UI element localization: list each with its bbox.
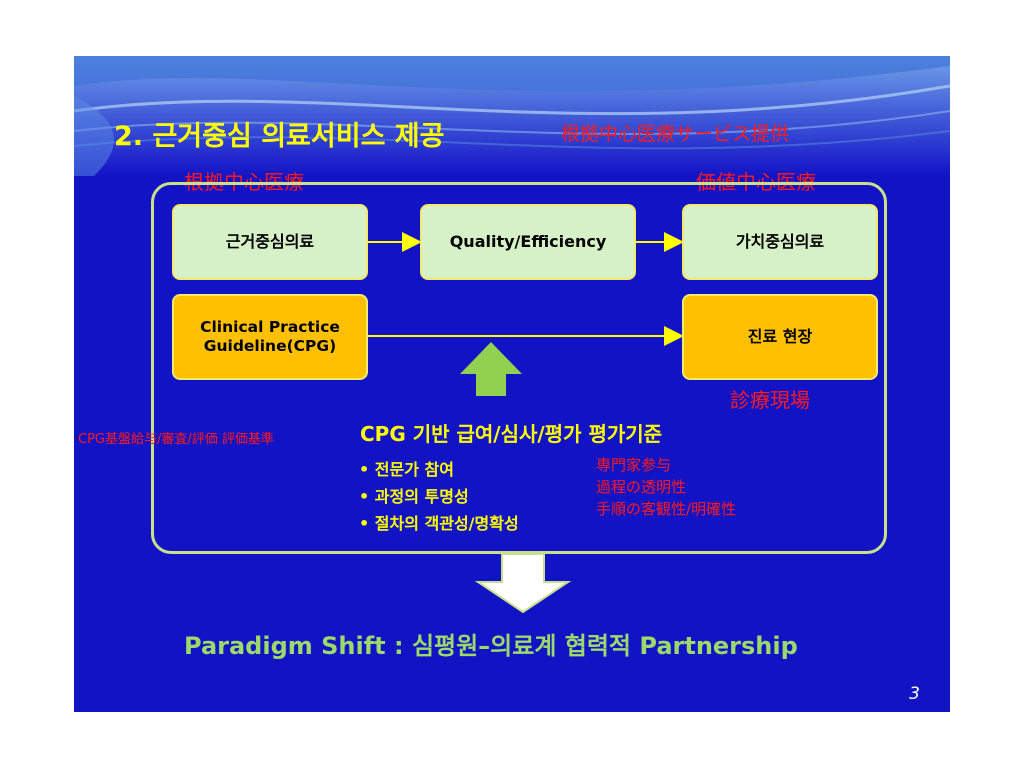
cpg-criteria-heading: CPG 기반 급여/심사/평가 평가기준	[360, 422, 663, 446]
box-cpg-line2: Guideline(CPG)	[203, 337, 337, 355]
box-cpg-line1: Clinical Practice	[200, 317, 340, 336]
slide-title-japanese: 根拠中心医療サービス提供	[561, 123, 790, 145]
list-item-jp: 過程の透明性	[596, 478, 687, 496]
box-clinic-label: 진료 현장	[747, 327, 813, 346]
list-item: • 과정의 투명성	[359, 487, 469, 506]
clinic-site-jp: 診療現場	[730, 388, 810, 412]
wave-decoration	[74, 56, 950, 176]
box-quality-label: Quality/Efficiency	[449, 232, 607, 251]
principles-list-jp: 専門家参与 過程の透明性 手順の客観性/明確性	[596, 454, 736, 520]
page-number: 3	[909, 684, 920, 704]
box-value-based-care: 가치중심의료	[682, 204, 878, 280]
box-clinical-site: 진료 현장	[682, 294, 878, 380]
list-item-jp: 手順の客観性/明確性	[596, 500, 737, 518]
cpg-criteria-jp: CPG基盤給与/審査/評価 評価基準	[78, 432, 274, 447]
up-arrow-icon	[460, 342, 522, 396]
box-quality-efficiency: Quality/Efficiency	[420, 204, 636, 280]
content-frame	[151, 182, 887, 554]
paradigm-shift-statement: Paradigm Shift : 심평원–의료계 협력적 Partnership	[184, 632, 798, 660]
arrows	[368, 232, 684, 614]
box-clinical-practice-guideline: Clinical Practice Guideline(CPG)	[172, 294, 368, 380]
box-evidence-label: 근거중심의료	[225, 232, 315, 251]
list-item: • 전문가 참여	[359, 460, 454, 479]
list-item: • 절차의 객관성/명확성	[359, 514, 519, 533]
slide-title: 2. 근거중심 의료서비스 제공	[114, 121, 445, 152]
list-item-jp: 専門家参与	[596, 456, 672, 474]
principles-list: • 전문가 참여 • 과정의 투명성 • 절차의 객관성/명확성	[359, 456, 519, 537]
box-value-label: 가치중심의료	[735, 232, 825, 251]
down-arrow-icon	[474, 553, 572, 614]
slide: 2. 근거중심 의료서비스 제공 根拠中心医療サービス提供 根拠中心医療 価値中…	[74, 56, 950, 712]
box-evidence-based-care: 근거중심의료	[172, 204, 368, 280]
